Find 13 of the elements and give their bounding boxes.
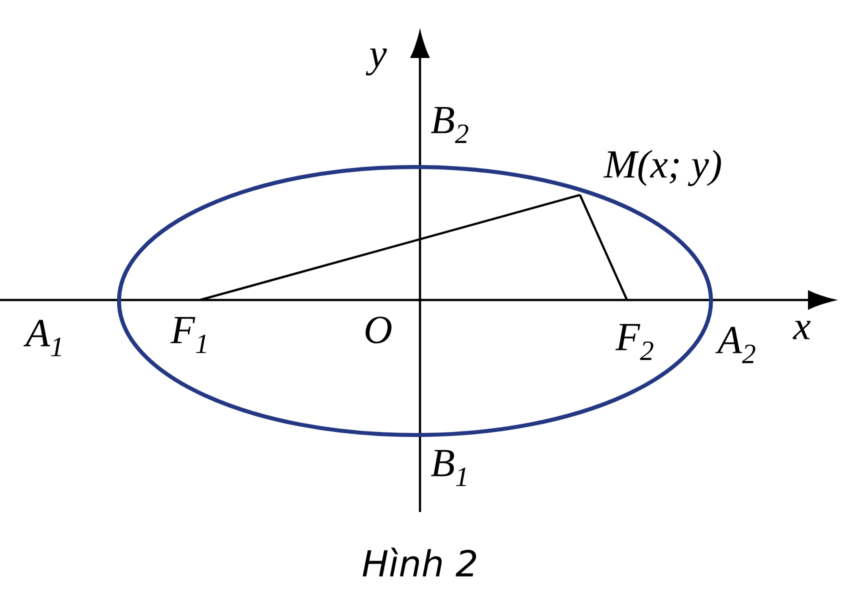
segment xyxy=(200,194,580,302)
point-label: M(x; y) xyxy=(603,150,721,186)
segment xyxy=(579,194,628,300)
axis-label: A$_{2}$ xyxy=(715,326,756,364)
axis-label: B$_{2}$ xyxy=(430,106,468,143)
caption: Hình 2 xyxy=(362,548,476,576)
point-label: F$_{1}$ xyxy=(170,317,206,353)
axis-label: B$_{1}$ xyxy=(430,450,466,486)
axis-label: y xyxy=(366,48,387,76)
axis-label: O xyxy=(366,316,392,344)
axis-label: A$_{1}$ xyxy=(23,320,61,356)
axis-label: x xyxy=(792,320,811,340)
point-label: F$_{2}$ xyxy=(615,324,654,360)
